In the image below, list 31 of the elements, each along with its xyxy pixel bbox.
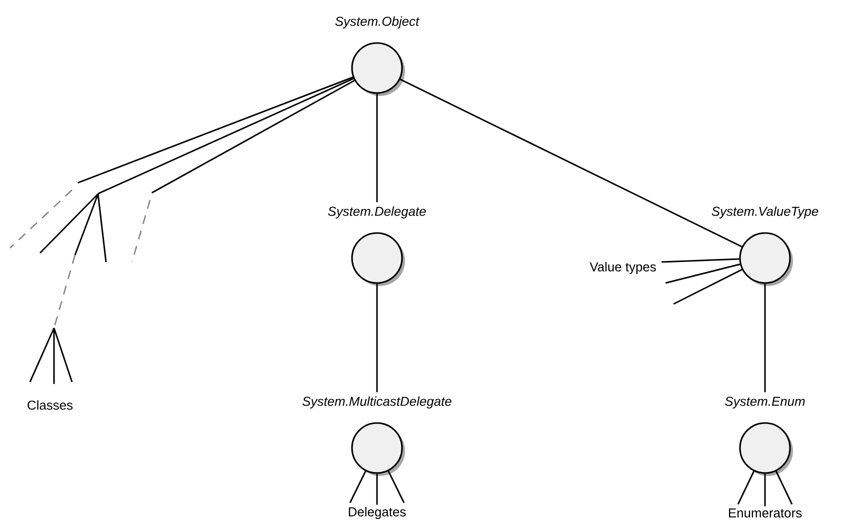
tree-line <box>376 474 378 505</box>
group-label: Classes <box>28 400 73 410</box>
class-node: System.MulticastDelegate <box>302 396 452 476</box>
tree-line <box>78 76 354 184</box>
class-node: System.ValueType <box>712 206 818 286</box>
tree-line <box>349 470 366 504</box>
node-label: System.Enum <box>725 396 805 408</box>
tree-line <box>376 284 378 392</box>
group-label: Delegates <box>348 506 406 520</box>
node-label: System.MulticastDelegate <box>302 396 452 408</box>
tree-line <box>737 470 755 505</box>
tree-line <box>662 258 740 263</box>
tree-line <box>665 264 740 284</box>
tree-line <box>388 470 405 504</box>
group-label: Value types <box>590 262 656 274</box>
node-label: System.Delegate <box>328 206 426 218</box>
class-node: System.Enum <box>725 396 805 476</box>
node-label: System.Object <box>335 16 420 28</box>
tree-line <box>151 80 355 194</box>
group-label: Enumerators <box>729 508 802 518</box>
class-node: System.Object <box>335 16 420 96</box>
tree-line <box>376 94 378 202</box>
tree-line <box>764 284 766 392</box>
node-label: System.ValueType <box>712 206 818 218</box>
tree-line <box>764 474 766 506</box>
tree-line <box>775 470 793 505</box>
class-tree-drawing <box>9 189 151 385</box>
tree-line <box>400 78 742 248</box>
class-node: System.Delegate <box>328 206 426 286</box>
tree-line <box>98 78 354 194</box>
tree-line <box>673 268 742 305</box>
